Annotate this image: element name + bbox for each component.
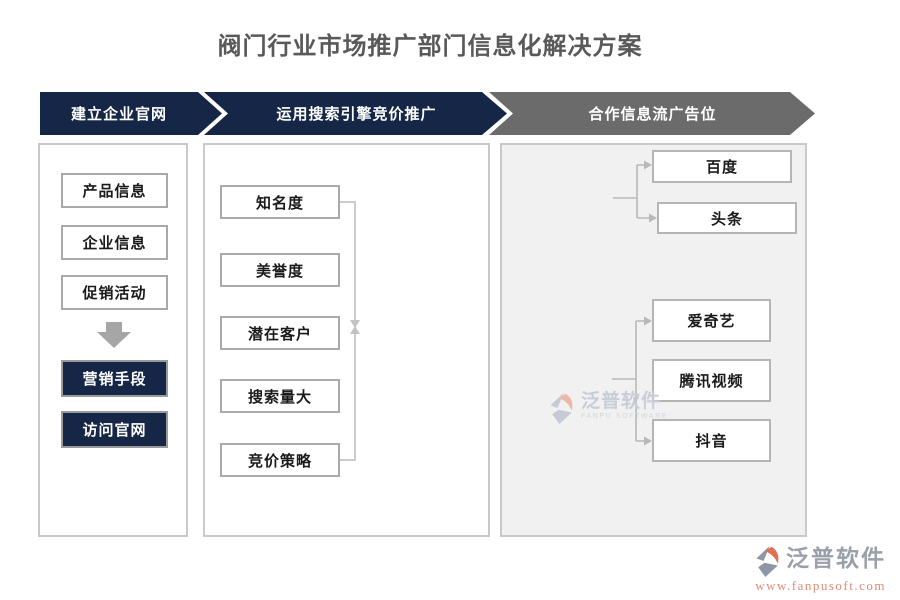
box-label: 美誉度: [255, 262, 304, 280]
step-build-website: 建立企业官网: [40, 92, 222, 135]
box-baidu: 百度: [652, 150, 792, 183]
box-tencent-video: 腾讯视频: [652, 359, 771, 402]
watermark-sub: FANPU SOFTWARE: [581, 413, 669, 420]
page-title: 阀门行业市场推广部门信息化解决方案: [217, 33, 643, 60]
footer-logo: 泛普软件 www.fanpusoft.com: [753, 545, 886, 594]
box-awareness: 知名度: [220, 185, 340, 219]
box-label: 知名度: [255, 194, 304, 212]
box-label: 企业信息: [82, 235, 147, 252]
box-label: 抖音: [695, 433, 728, 450]
box-label: 腾讯视频: [679, 373, 744, 390]
box-promotions: 促销活动: [61, 275, 168, 310]
box-label: 潜在客户: [247, 325, 312, 343]
fanpu-logo-icon: [756, 545, 779, 577]
box-visit-website: 访问官网: [61, 411, 168, 448]
box-label: 促销活动: [82, 285, 147, 302]
box-potential-customers: 潜在客户: [220, 316, 340, 350]
box-label: 营销手段: [82, 371, 147, 388]
box-bidding-strategy: 竞价策略: [220, 443, 340, 477]
box-search-volume: 搜索量大: [220, 379, 340, 413]
step-label: 运用搜索引擎竞价推广: [276, 106, 437, 123]
box-label: 头条: [710, 210, 743, 228]
footer-url: www.fanpusoft.com: [755, 578, 886, 593]
step-sem-bidding: 运用搜索引擎竞价推广: [204, 92, 507, 135]
watermark-brand: 泛普软件: [581, 391, 662, 412]
box-label: 产品信息: [82, 183, 147, 200]
box-iqiyi: 爱奇艺: [652, 299, 771, 342]
box-marketing-means: 营销手段: [61, 360, 168, 397]
box-label: 访问官网: [82, 422, 147, 439]
box-product-info: 产品信息: [61, 173, 168, 208]
box-reputation: 美誉度: [220, 253, 340, 287]
step-feed-ads: 合作信息流广告位: [489, 92, 815, 135]
box-company-info: 企业信息: [61, 225, 168, 260]
box-label: 搜索量大: [247, 388, 312, 406]
footer-brand: 泛普软件: [786, 545, 886, 571]
box-label: 爱奇艺: [687, 313, 736, 330]
box-label: 百度: [705, 159, 738, 176]
watermark: 泛普软件 FANPU SOFTWARE: [547, 392, 668, 424]
box-douyin: 抖音: [652, 419, 771, 462]
watermark-text: 泛普软件 FANPU SOFTWARE: [581, 391, 669, 421]
step-label: 建立企业官网: [70, 106, 167, 123]
box-label: 竞价策略: [247, 452, 312, 470]
fanpu-logo-icon: [550, 392, 573, 424]
step-label: 合作信息流广告位: [588, 106, 717, 123]
box-toutiao: 头条: [657, 202, 797, 234]
